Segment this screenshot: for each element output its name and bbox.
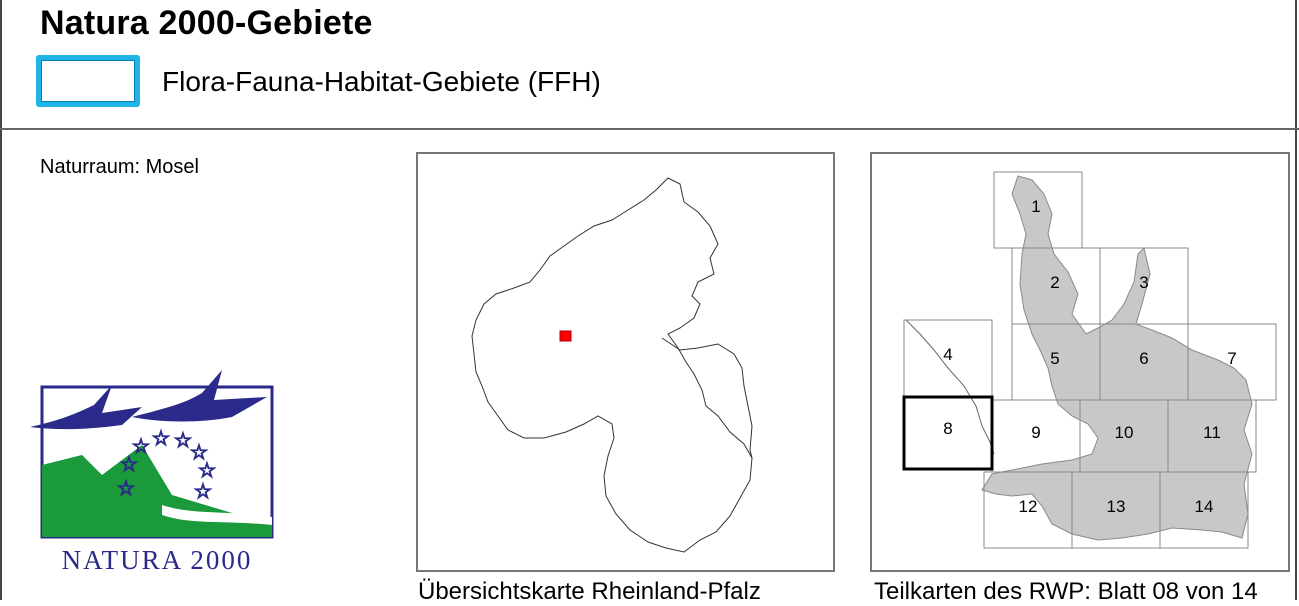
sheet-label-14: 14 bbox=[1195, 497, 1214, 516]
logo-bird-right bbox=[132, 370, 267, 422]
svg-text:☆: ☆ bbox=[190, 440, 208, 464]
sheet-label-12: 12 bbox=[1019, 497, 1038, 516]
page-title: Natura 2000-Gebiete bbox=[40, 4, 373, 42]
svg-text:☆: ☆ bbox=[117, 476, 135, 500]
sheet-label-9: 9 bbox=[1031, 423, 1040, 442]
overview-map bbox=[416, 152, 835, 572]
svg-text:☆: ☆ bbox=[132, 434, 150, 458]
logo-bird-left bbox=[30, 385, 142, 430]
sheet-label-6: 6 bbox=[1139, 349, 1148, 368]
selected-sheet-frame bbox=[902, 395, 994, 471]
sheet-map-caption: Teilkarten des RWP: Blatt 08 von 14 bbox=[874, 578, 1258, 605]
svg-text:☆: ☆ bbox=[194, 479, 212, 503]
sheet-label-1: 1 bbox=[1031, 197, 1040, 216]
sheet-label-10: 10 bbox=[1115, 423, 1134, 442]
overview-map-svg bbox=[471, 177, 753, 553]
rheinland-pfalz-outline bbox=[471, 177, 753, 553]
header-divider bbox=[0, 128, 1299, 130]
svg-text:☆: ☆ bbox=[152, 426, 170, 450]
logo-river bbox=[162, 505, 272, 525]
sheet-label-2: 2 bbox=[1050, 273, 1059, 292]
sheet-label-11: 11 bbox=[1203, 423, 1221, 442]
logo-stars: ☆ ☆ ☆ ☆ ☆ ☆ ☆ ☆ bbox=[116, 425, 216, 503]
sheet-label-8: 8 bbox=[943, 419, 952, 438]
sheet-cell-14 bbox=[1159, 471, 1249, 549]
svg-text:☆: ☆ bbox=[198, 458, 216, 482]
sheet-label-13: 13 bbox=[1107, 497, 1126, 516]
natura-2000-logo: ☆ ☆ ☆ ☆ ☆ ☆ ☆ ☆ NATURA 2000 bbox=[30, 370, 274, 575]
region-area bbox=[981, 175, 1253, 541]
ffh-legend-swatch bbox=[36, 55, 140, 107]
region-label: Naturraum: Mosel bbox=[40, 156, 199, 178]
sheet-label-5: 5 bbox=[1050, 349, 1059, 368]
pfalz-boundary bbox=[661, 337, 753, 459]
svg-text:☆: ☆ bbox=[120, 452, 138, 476]
ffh-legend-label: Flora-Fauna-Habitat-Gebiete (FFH) bbox=[162, 66, 601, 97]
sheet-label-3: 3 bbox=[1139, 273, 1148, 292]
sheet-label-4: 4 bbox=[943, 345, 952, 364]
svg-text:☆: ☆ bbox=[174, 428, 192, 452]
location-marker bbox=[559, 330, 572, 342]
logo-text: NATURA 2000 bbox=[62, 545, 253, 575]
river-line bbox=[905, 319, 995, 455]
overview-map-caption: Übersichtskarte Rheinland-Pfalz bbox=[418, 578, 761, 605]
logo-green-hills bbox=[42, 387, 272, 537]
sheet-label-7: 7 bbox=[1227, 349, 1236, 368]
